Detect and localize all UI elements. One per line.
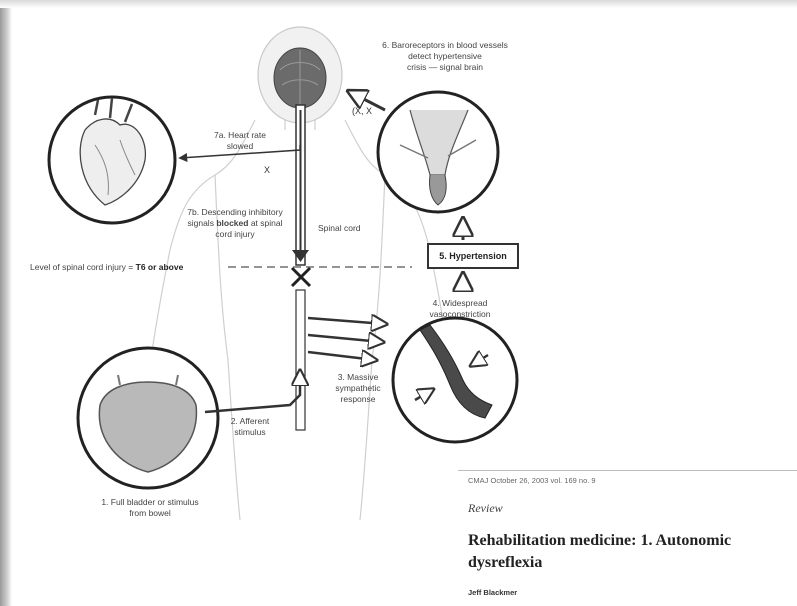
constricted-vessel-illustration [393, 318, 517, 442]
section-label: Review [468, 501, 503, 516]
bladder-label: 1. Full bladder or stimulus from bowel [70, 497, 230, 519]
hypertension-box: 5. Hypertension [427, 243, 519, 269]
citation-divider [458, 470, 797, 471]
descending-signals-label: 7b. Descending inhibitory signals blocke… [170, 207, 300, 240]
afferent-arrow [205, 372, 300, 412]
article-title: Rehabilitation medicine: 1. Autonomic dy… [468, 530, 797, 574]
heart-rate-x-mark: X [264, 165, 270, 175]
journal-citation: CMAJ October 26, 2003 vol. 169 no. 9 [468, 476, 596, 485]
baroreceptor-x-mark: (X, X [352, 106, 372, 116]
vasoconstriction-label: 4. Widespread vasoconstriction [410, 298, 510, 320]
carotid-vessel-illustration [378, 92, 498, 212]
heart-rate-label: 7a. Heart rate slowed [195, 130, 285, 152]
spinal-cord-label: Spinal cord [318, 223, 361, 234]
injury-level-label: Level of spinal cord injury = T6 or abov… [30, 262, 183, 272]
article-author: Jeff Blackmer [468, 588, 517, 597]
sympathetic-response-label: 3. Massive sympathetic response [318, 372, 398, 405]
bladder-illustration [78, 348, 218, 488]
injury-x-mark [292, 268, 310, 286]
heart-illustration [49, 97, 175, 223]
sympathetic-arrows [308, 318, 385, 360]
afferent-stimulus-label: 2. Afferent stimulus [215, 416, 285, 438]
baroreceptors-label: 6. Baroreceptors in blood vessels detect… [355, 40, 535, 73]
